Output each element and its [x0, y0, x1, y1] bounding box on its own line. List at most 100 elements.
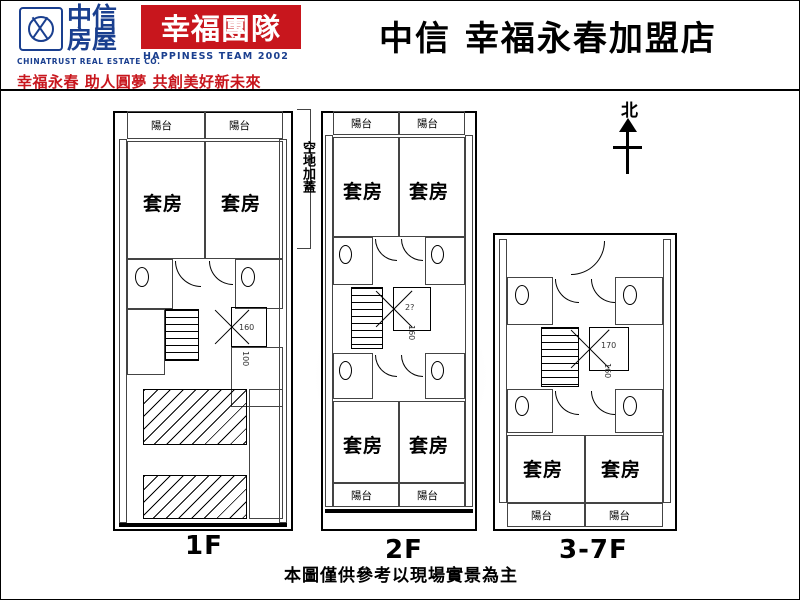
- toilet-37f-lower-left-icon: [515, 396, 529, 416]
- room-2f-bottom-right-box: [399, 401, 465, 483]
- balcony-2f-bottom-left-label: 陽台: [351, 490, 372, 502]
- toilet-37f-upper-right-icon: [623, 285, 637, 305]
- balcony-2f-bottom-left: [333, 483, 399, 507]
- toilet-1f-right-icon: [241, 267, 255, 287]
- room-37f-right-box: [585, 435, 663, 503]
- balcony-1f-right-label: 陽台: [229, 120, 250, 132]
- toilet-1f-left-icon: [135, 267, 149, 287]
- happiness-team-label: 幸福團隊: [160, 12, 281, 46]
- wall-2f-right-outer: [465, 135, 473, 507]
- stair-1f: [165, 309, 199, 361]
- bath-2f-upper-left: [333, 237, 373, 285]
- brand-name-line1: 中信: [67, 2, 118, 31]
- bath-2f-lower-right: [425, 353, 465, 399]
- balcony-2f-bottom-right-label: 陽台: [417, 490, 438, 502]
- dim-37f-a: 170: [601, 341, 617, 350]
- balcony-37f-right: [585, 503, 663, 527]
- room-37f-right-label: 套房: [601, 459, 642, 481]
- room-1f-right-box: [205, 141, 283, 259]
- elevator-2f: [393, 287, 431, 331]
- annotation-1f-text: 空地加蓋: [300, 141, 315, 193]
- bath-1f-left: [127, 259, 173, 309]
- toilet-37f-upper-left-icon: [515, 285, 529, 305]
- dim-37f-b: 160: [603, 363, 612, 379]
- balcony-2f-top-left: [333, 111, 399, 135]
- plan-1f: 陽台 陽台 套房 套房 160 100: [113, 111, 293, 531]
- dim-1f-a: 160: [239, 323, 255, 332]
- bath-37f-lower-right: [615, 389, 663, 433]
- parking-1f-lower: [143, 475, 247, 519]
- balcony-37f-right-label: 陽台: [609, 510, 630, 522]
- room-1f-right-label: 套房: [221, 193, 262, 215]
- brand-logo-block: 中信 房屋 幸福團隊 HAPPINESS TEAM 2002 CHINATRUS…: [9, 2, 309, 91]
- annotation-1f-label: 空地加蓋: [300, 141, 315, 193]
- balcony-2f-top-left-label: 陽台: [351, 118, 372, 130]
- balcony-37f-left-label: 陽台: [531, 510, 552, 522]
- balcony-37f-left: [507, 503, 585, 527]
- balcony-1f-left: [127, 111, 205, 139]
- store-title: 中信 幸福永春加盟店: [379, 19, 717, 59]
- floor-label-1f: 1F: [185, 531, 223, 561]
- room-2f-bottom-right-label: 套房: [409, 435, 450, 457]
- entry-1f: [249, 389, 283, 519]
- room-2f-top-left-box: [333, 137, 399, 237]
- dim-1f-b: 100: [241, 351, 250, 367]
- dim-2f-b: 160: [407, 325, 416, 341]
- plan-2f: 陽台 陽台 套房 套房 2? 160: [321, 111, 477, 531]
- floorplan-canvas: 北 陽台 陽台 套房 套房: [1, 91, 800, 565]
- room-2f-top-right-box: [399, 137, 465, 237]
- wall-1f-right-outer: [279, 139, 287, 523]
- bath-37f-upper-right: [615, 277, 663, 325]
- toilet-2f-lower-right-icon: [431, 361, 444, 380]
- room-1f-left-box: [127, 141, 205, 259]
- parking-1f-upper: [143, 389, 247, 445]
- toilet-2f-upper-left-icon: [339, 245, 352, 264]
- toilet-37f-lower-right-icon: [623, 396, 637, 416]
- dim-2f-a: 2?: [405, 303, 415, 312]
- wall-37f-left-outer: [499, 239, 507, 503]
- wall-1f-bottom: [119, 523, 287, 527]
- elevator-1f: [231, 307, 267, 347]
- brand-slogan: 幸福永春 助人圓夢 共創美好新未來: [17, 73, 261, 91]
- room-1f-left-label: 套房: [143, 193, 184, 215]
- stair-37f: [541, 327, 579, 387]
- page-header: 中信 房屋 幸福團隊 HAPPINESS TEAM 2002 CHINATRUS…: [1, 1, 800, 91]
- chinatrust-logo-icon: [19, 7, 63, 51]
- wall-2f-left-outer: [325, 135, 333, 507]
- toilet-2f-lower-left-icon: [339, 361, 352, 380]
- stair-2f: [351, 287, 383, 349]
- brand-name-line2: 房屋: [67, 25, 118, 54]
- room-2f-bottom-left-box: [333, 401, 399, 483]
- elevator-37f: [589, 327, 629, 371]
- toilet-2f-upper-right-icon: [431, 245, 444, 264]
- room-37f-left-box: [507, 435, 585, 503]
- wall-2f-bottom: [325, 509, 473, 513]
- room-2f-bottom-left-label: 套房: [343, 435, 384, 457]
- bath-37f-upper-left: [507, 277, 553, 325]
- room-37f-left-label: 套房: [523, 459, 564, 481]
- annotation-1f-bracket: [297, 109, 311, 249]
- balcony-2f-top-right: [399, 111, 465, 135]
- balcony-1f-left-label: 陽台: [151, 120, 172, 132]
- brand-name-cn: 中信 房屋: [67, 2, 118, 54]
- balcony-2f-bottom-right: [399, 483, 465, 507]
- bath-2f-lower-left: [333, 353, 373, 399]
- service-1f-right: [231, 347, 283, 407]
- room-2f-top-right-label: 套房: [409, 181, 450, 203]
- corridor-1f: [127, 309, 165, 375]
- bath-37f-lower-left: [507, 389, 553, 433]
- compass-label: 北: [621, 101, 638, 121]
- floor-label-3-7f: 3-7F: [559, 535, 628, 565]
- disclaimer-note: 本圖僅供參考以現場實景為主: [284, 566, 518, 586]
- bath-2f-upper-right: [425, 237, 465, 285]
- room-2f-top-left-label: 套房: [343, 181, 384, 203]
- header-divider: [1, 89, 800, 91]
- wall-1f-left-outer: [119, 139, 127, 523]
- floor-label-2f: 2F: [385, 535, 423, 565]
- compass-north-icon: 北: [597, 96, 667, 186]
- company-name-en: CHINATRUST REAL ESTATE CO.: [17, 57, 161, 66]
- wall-37f-right-outer: [663, 239, 671, 503]
- happiness-team-badge: 幸福團隊: [141, 5, 301, 49]
- balcony-1f-right: [205, 111, 283, 139]
